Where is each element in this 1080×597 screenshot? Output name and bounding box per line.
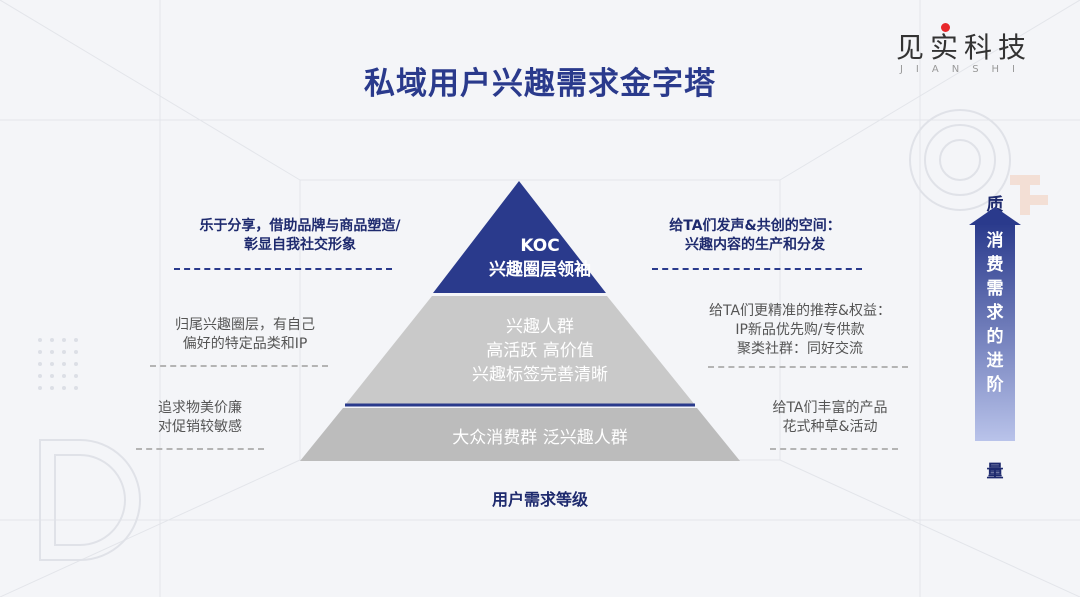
left-note-middle: 归尾兴趣圈层，有自己 偏好的特定品类和IP bbox=[150, 316, 340, 354]
left-note-top-line-1: 乐于分享，借助品牌与商品塑造/ bbox=[199, 218, 401, 234]
right-note-bottom-line-2: 花式种草&活动 bbox=[782, 419, 878, 435]
middle-line-2: 高活跃 高价值 bbox=[486, 341, 594, 361]
pyramid-middle-text: 兴趣人群 高活跃 高价值 兴趣标签完善清晰 bbox=[340, 315, 740, 387]
left-note-top: 乐于分享，借助品牌与商品塑造/ 彰显自我社交形象 bbox=[170, 217, 430, 255]
axis-char: 进 bbox=[986, 351, 1004, 371]
logo-name: 见实科技 bbox=[895, 31, 1032, 64]
koc-label: KOC bbox=[520, 236, 560, 256]
right-dash-bottom bbox=[770, 448, 898, 450]
left-note-middle-line-1: 归尾兴趣圈层，有自己 bbox=[175, 317, 315, 333]
left-note-bottom-line-1: 追求物美价廉 bbox=[158, 400, 242, 416]
axis-char: 需 bbox=[986, 279, 1004, 299]
axis-char: 消 bbox=[986, 231, 1004, 251]
right-note-middle: 给TA们更精准的推荐&权益： IP新品优先购/专供款 聚类社群：同好交流 bbox=[685, 302, 915, 359]
axis-bottom-label: 量 bbox=[986, 462, 1004, 482]
logo-sub: JIANSHI bbox=[899, 64, 1029, 75]
right-note-middle-line-2: IP新品优先购/专供款 bbox=[735, 322, 865, 338]
right-note-top-line-1: 给TA们发声&共创的空间： bbox=[669, 218, 841, 234]
base-line-1: 大众消费群 泛兴趣人群 bbox=[452, 428, 628, 448]
axis-char: 的 bbox=[986, 327, 1004, 347]
pyramid-tier-top bbox=[433, 181, 606, 293]
demand-axis: 质 消 费 需 求 的 进 阶 量 bbox=[969, 190, 1021, 482]
axis-char: 费 bbox=[986, 255, 1004, 275]
left-note-bottom-line-2: 对促销较敏感 bbox=[158, 419, 242, 435]
koc-desc: 兴趣圈层领袖 bbox=[489, 260, 591, 280]
pyramid-tier-middle bbox=[345, 296, 695, 405]
left-note-bottom: 追求物美价廉 对促销较敏感 bbox=[120, 399, 280, 437]
right-note-top-line-2: 兴趣内容的生产和分发 bbox=[685, 237, 825, 253]
left-note-top-line-2: 彰显自我社交形象 bbox=[244, 237, 356, 253]
right-dash-top bbox=[652, 268, 862, 270]
left-dash-middle bbox=[150, 365, 328, 367]
pyramid-top-text: KOC 兴趣圈层领袖 bbox=[340, 234, 740, 282]
right-note-middle-line-1: 给TA们更精准的推荐&权益： bbox=[709, 303, 891, 319]
axis-char: 求 bbox=[986, 303, 1004, 323]
axis-bar: 消 费 需 求 的 进 阶 bbox=[969, 207, 1021, 441]
right-note-top: 给TA们发声&共创的空间： 兴趣内容的生产和分发 bbox=[630, 217, 880, 255]
left-note-middle-line-2: 偏好的特定品类和IP bbox=[182, 336, 308, 352]
right-note-middle-line-3: 聚类社群：同好交流 bbox=[737, 341, 863, 357]
left-dash-top bbox=[174, 268, 392, 270]
logo-dot bbox=[940, 23, 950, 32]
right-note-bottom: 给TA们丰富的产品 花式种草&活动 bbox=[745, 399, 915, 437]
bottom-label: 用户需求等级 bbox=[491, 490, 588, 509]
pyramid-base-text: 大众消费群 泛兴趣人群 bbox=[340, 423, 740, 448]
right-dash-middle bbox=[708, 366, 908, 368]
middle-line-1: 兴趣人群 bbox=[506, 317, 574, 337]
right-note-bottom-line-1: 给TA们丰富的产品 bbox=[772, 400, 888, 416]
middle-line-3: 兴趣标签完善清晰 bbox=[472, 365, 608, 385]
jianshi-logo: 见实科技 JIANSHI bbox=[895, 23, 1032, 75]
axis-char: 阶 bbox=[986, 375, 1004, 395]
axis-arrow-icon bbox=[969, 207, 1021, 225]
page-title: 私域用户兴趣需求金字塔 bbox=[364, 66, 716, 102]
pyramid-tier-base bbox=[300, 408, 740, 461]
left-dash-bottom bbox=[136, 448, 264, 450]
